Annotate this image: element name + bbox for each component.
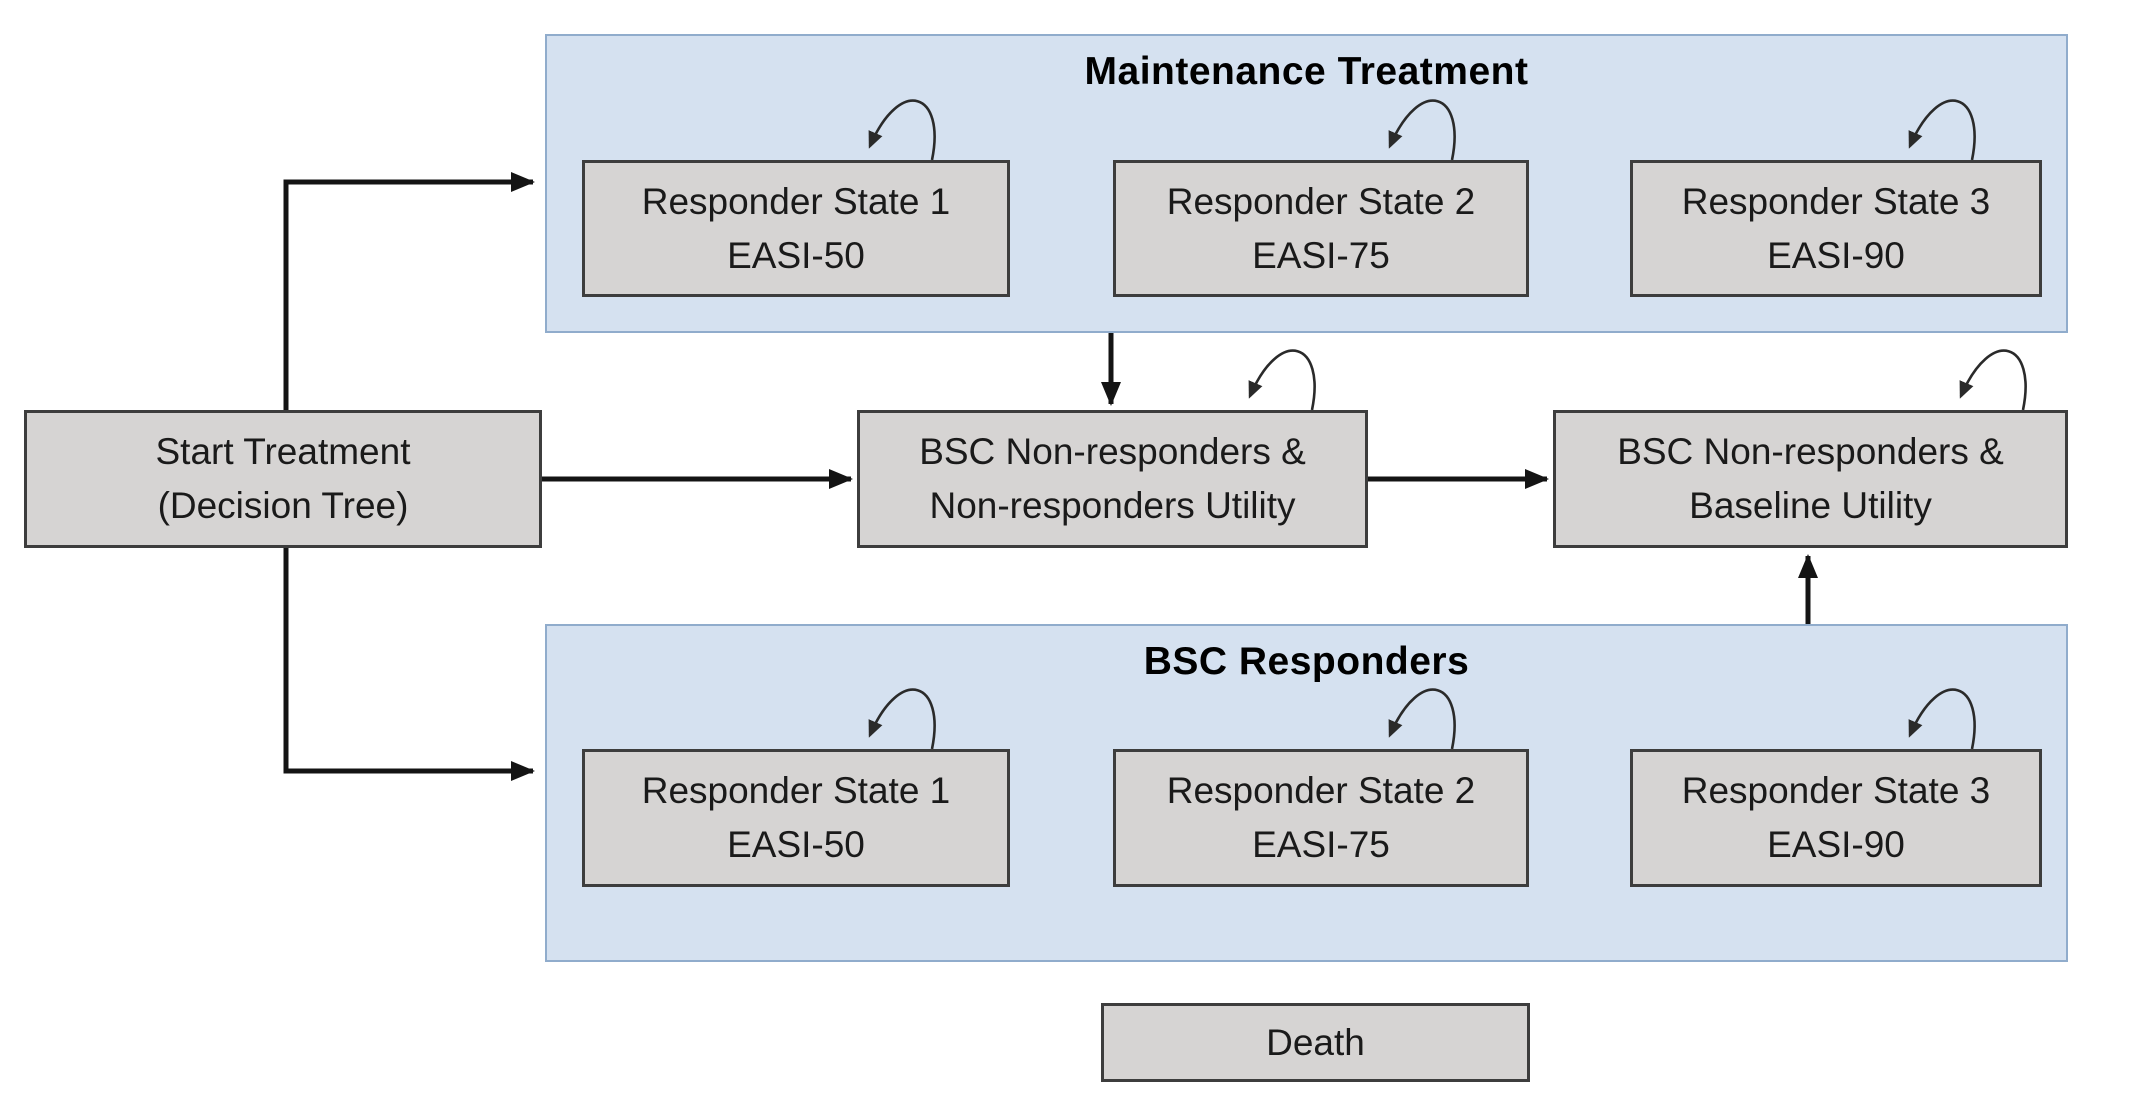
maintenance-responder-state-3-sublabel: EASI-90 <box>1767 234 1905 276</box>
start-treatment-sublabel: (Decision Tree) <box>157 485 409 526</box>
start-treatment-label: Start Treatment <box>155 431 411 472</box>
bsc-responder-state-1: Responder State 1 EASI-50 <box>582 749 1010 887</box>
arrow-start-to-bsc-responders <box>283 548 535 781</box>
start-treatment-node: Start Treatment (Decision Tree) <box>24 410 542 548</box>
bsc-responder-state-2: Responder State 2 EASI-75 <box>1113 749 1529 887</box>
maintenance-responder-state-1-sublabel: EASI-50 <box>727 234 865 276</box>
maintenance-responder-state-3-label: Responder State 3 <box>1681 180 1991 222</box>
bsc-baseline-utility-label: BSC Non-responders & <box>1617 431 2004 472</box>
self-loop-baseline-utility <box>1959 349 2027 411</box>
bsc-nonresponders-utility-node: BSC Non-responders & Non-responders Util… <box>857 410 1368 548</box>
arrow-start-to-maintenance <box>283 172 535 410</box>
maintenance-responder-state-3: Responder State 3 EASI-90 <box>1630 160 2042 297</box>
death-label: Death <box>1266 1021 1365 1063</box>
bsc-responder-state-3: Responder State 3 EASI-90 <box>1630 749 2042 887</box>
bsc-baseline-utility-node: BSC Non-responders & Baseline Utility <box>1553 410 2068 548</box>
bsc-nonresponders-utility-sublabel: Non-responders Utility <box>929 485 1296 526</box>
bsc-responders-title: BSC Responders <box>1143 640 1470 683</box>
maintenance-responder-state-2-sublabel: EASI-75 <box>1252 234 1390 276</box>
bsc-responder-state-1-sublabel: EASI-50 <box>727 824 865 865</box>
maintenance-responder-state-1: Responder State 1 EASI-50 <box>582 160 1010 297</box>
death-node: Death <box>1101 1003 1530 1082</box>
bsc-responder-state-2-sublabel: EASI-75 <box>1252 824 1390 865</box>
bsc-baseline-utility-sublabel: Baseline Utility <box>1689 485 1932 526</box>
self-loop-nonresponders-utility <box>1248 349 1316 411</box>
maintenance-responder-state-2-label: Responder State 2 <box>1166 180 1476 222</box>
bsc-responder-state-2-label: Responder State 2 <box>1166 770 1476 811</box>
bsc-responder-state-3-label: Responder State 3 <box>1681 770 1991 811</box>
maintenance-responder-state-1-label: Responder State 1 <box>641 180 951 222</box>
bsc-responder-state-1-label: Responder State 1 <box>641 770 951 811</box>
maintenance-responder-state-2: Responder State 2 EASI-75 <box>1113 160 1529 297</box>
maintenance-treatment-title: Maintenance Treatment <box>1084 50 1529 93</box>
bsc-nonresponders-utility-label: BSC Non-responders & <box>919 431 1306 472</box>
bsc-responder-state-3-sublabel: EASI-90 <box>1767 824 1905 865</box>
